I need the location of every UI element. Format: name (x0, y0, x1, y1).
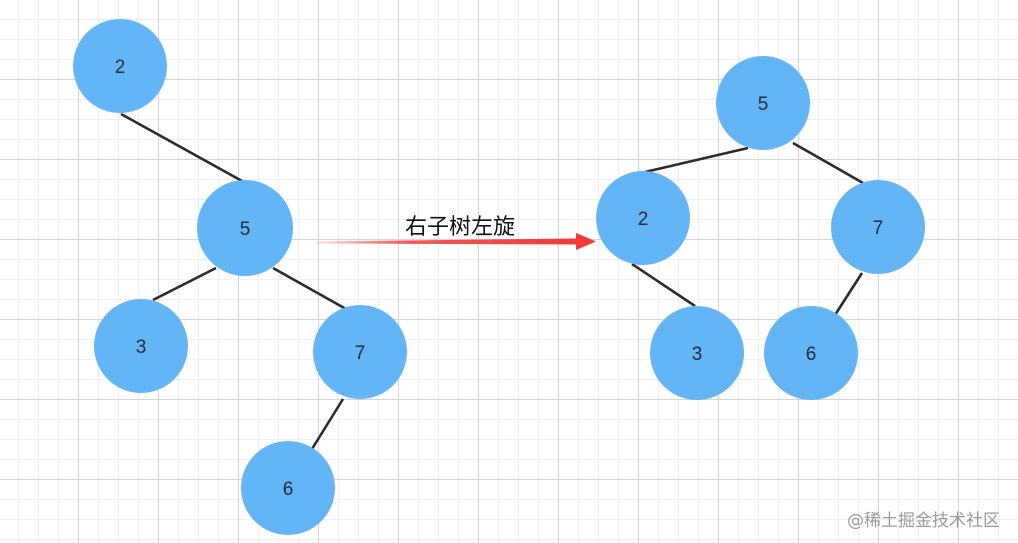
before-node-2: 2 (73, 19, 167, 113)
before-node-2-label: 2 (115, 57, 126, 78)
before-node-5: 5 (197, 180, 293, 276)
after-node-3-label: 3 (692, 344, 703, 365)
after-edge-7-6 (833, 272, 864, 316)
before-edge-2-5 (120, 112, 243, 183)
after-edge-5-2 (644, 146, 749, 174)
before-edge-5-3 (152, 266, 217, 302)
arrow-label: 右子树左旋 (405, 215, 515, 240)
before-edge-7-6 (310, 398, 345, 450)
before-node-7-circle (313, 305, 407, 399)
after-node-5: 5 (716, 56, 810, 150)
before-node-5-circle (197, 180, 293, 276)
after-node-6-label: 6 (806, 344, 817, 365)
before-node-2-circle (73, 19, 167, 113)
after-edge-2-3 (631, 262, 696, 308)
after-node-6: 6 (764, 306, 858, 400)
after-node-7-label: 7 (873, 218, 884, 239)
after-edges (631, 141, 864, 316)
after-node-2: 2 (596, 171, 690, 265)
before-node-7: 7 (313, 305, 407, 399)
after-node-7: 7 (831, 180, 925, 274)
after-node-3-circle (650, 306, 744, 400)
before-node-6-label: 6 (283, 479, 294, 500)
watermark: @稀土掘金技术社区 (847, 511, 1000, 531)
after-edge-5-7 (792, 141, 864, 185)
after-node-6-circle (764, 306, 858, 400)
before-node-7-label: 7 (355, 343, 366, 364)
before-node-3-label: 3 (136, 337, 147, 358)
after-node-5-circle (716, 56, 810, 150)
before-node-3: 3 (94, 299, 188, 393)
after-node-2-circle (596, 171, 690, 265)
before-node-6: 6 (241, 441, 335, 535)
after-tree: 5 2 7 3 6 (596, 56, 925, 400)
after-node-3: 3 (650, 306, 744, 400)
before-node-3-circle (94, 299, 188, 393)
arrow-shaft (315, 238, 578, 245)
before-tree: 2 5 3 7 6 (73, 19, 407, 535)
after-node-2-label: 2 (638, 209, 649, 230)
before-node-6-circle (241, 441, 335, 535)
rotation-arrow: 右子树左旋 (315, 215, 596, 250)
arrow-head-icon (576, 233, 596, 250)
before-edges (120, 112, 347, 450)
after-node-7-circle (831, 180, 925, 274)
before-node-5-label: 5 (240, 219, 251, 240)
before-edge-5-7 (272, 266, 347, 311)
after-node-5-label: 5 (758, 94, 769, 115)
